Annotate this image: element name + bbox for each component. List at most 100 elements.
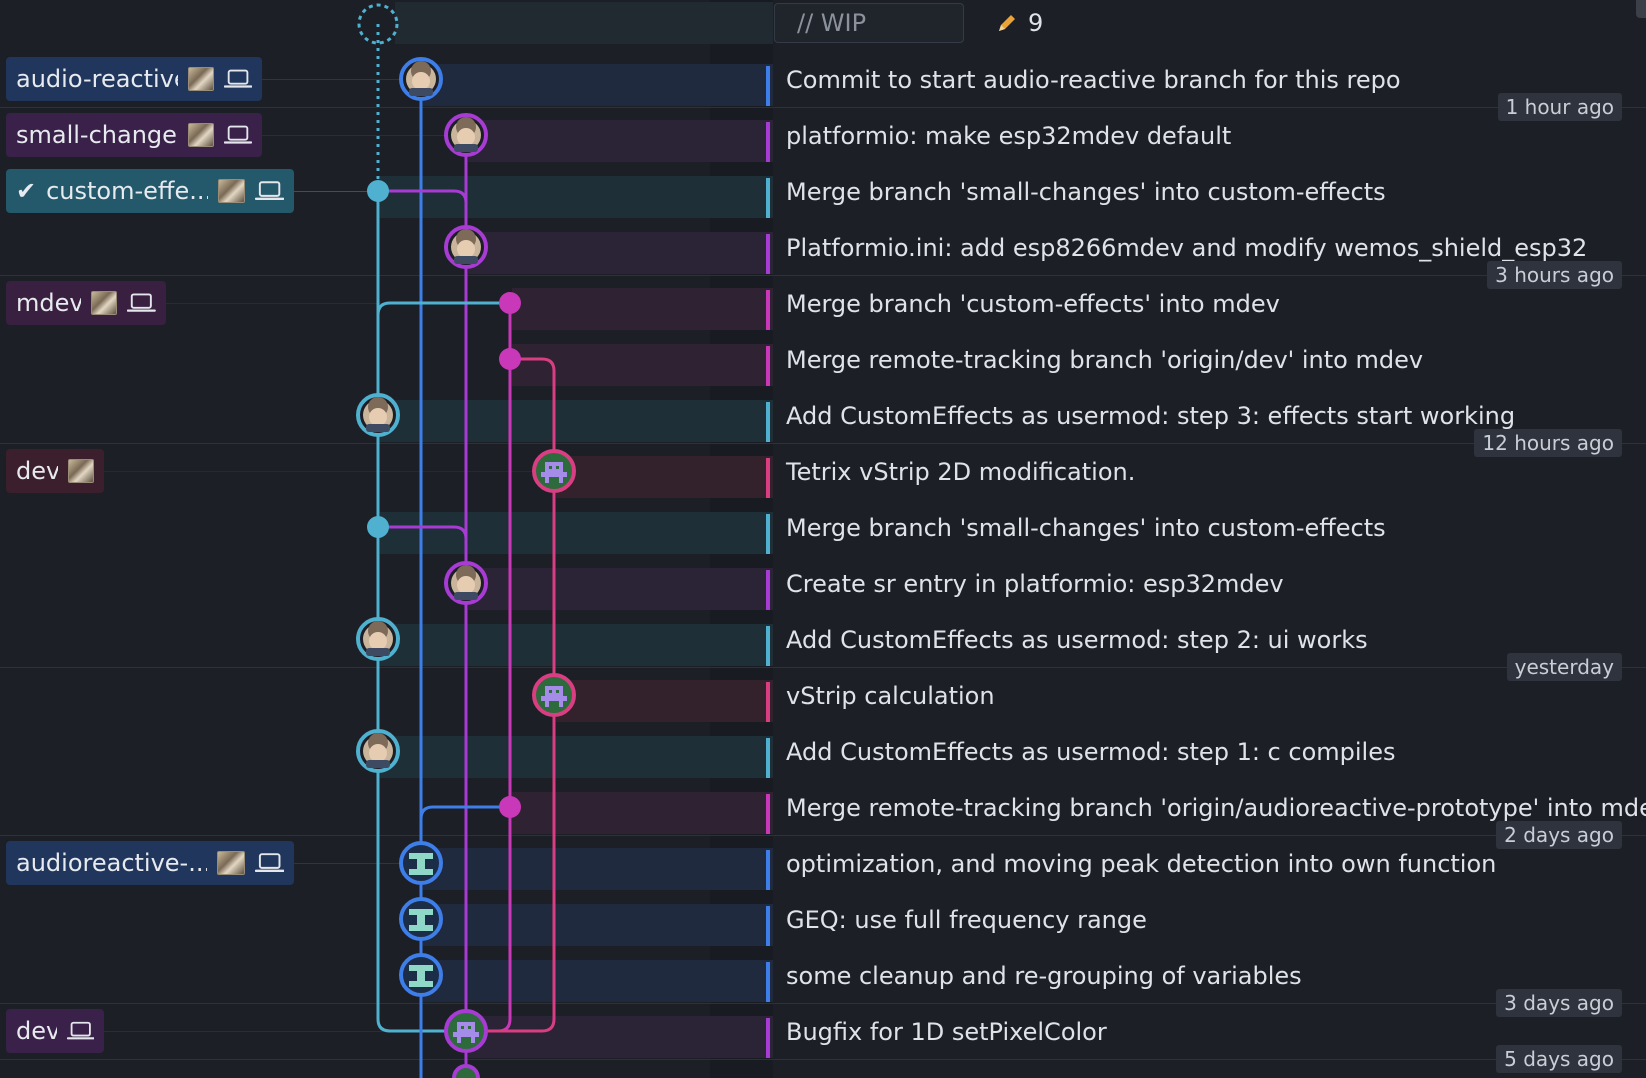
commit-lane-indicator [766,906,770,946]
commit-row[interactable]: Merge remote-tracking branch 'origin/dev… [0,332,1646,388]
commit-lane-indicator [766,346,770,386]
branch-name: custom-effe... [46,177,208,205]
local-laptop-icon [254,181,284,200]
local-laptop-icon [127,293,156,312]
commit-message: GEQ: use full frequency range [786,906,1147,934]
time-group-label: 3 days ago [1496,989,1622,1017]
time-group-separator [0,835,1646,836]
commit-row[interactable]: Add CustomEffects as usermod: step 3: ef… [0,388,1646,444]
branch-label[interactable]: audioreactive-... [6,841,294,885]
branch-name: dev [16,457,58,485]
branch-connector [166,303,510,304]
branch-connector [262,135,466,136]
commit-row[interactable]: Merge branch 'custom-effects' into mdev [0,276,1646,332]
commit-message: Merge branch 'small-changes' into custom… [786,514,1386,542]
commit-lane-indicator [766,290,770,330]
commit-message: platformio: make esp32mdev default [786,122,1232,150]
time-group-label: 1 hour ago [1497,93,1622,121]
commit-row-band [512,344,773,386]
commit-message: Add CustomEffects as usermod: step 2: ui… [786,626,1368,654]
commit-row[interactable]: Commit to start audio-reactive branch fo… [0,52,1646,108]
commit-message: some cleanup and re-grouping of variable… [786,962,1302,990]
commit-row-band [380,176,773,218]
branch-connector [294,863,421,864]
local-laptop-icon [66,1021,94,1040]
commit-row-band [423,64,773,106]
commit-row[interactable]: Tetrix vStrip 2D modification. [0,444,1646,500]
branch-label[interactable]: audio-reactive [6,57,262,101]
commit-lane-indicator [766,234,770,274]
commit-row[interactable]: vStrip calculation [0,668,1646,724]
commit-lane-indicator [766,122,770,162]
commit-lane-indicator [766,66,770,106]
wip-file-count[interactable]: 9 [996,3,1043,43]
checked-out-icon: ✔ [16,177,37,205]
commit-row-band [468,232,773,274]
commit-row-band [468,568,773,610]
commit-message: Create sr entry in platformio: esp32mdev [786,570,1284,598]
local-laptop-icon [223,69,252,88]
time-group-label: 12 hours ago [1474,429,1622,457]
branch-name: audio-reactive [16,65,178,93]
branch-name: mdev [16,289,81,317]
commit-row-band [423,904,773,946]
commit-row-band [556,456,773,498]
commit-lane-indicator [766,570,770,610]
local-laptop-icon [224,125,252,144]
commit-message: optimization, and moving peak detection … [786,850,1497,878]
commit-message: Merge remote-tracking branch 'origin/aud… [786,794,1646,822]
commit-row[interactable]: Add CustomEffects as usermod: step 1: c … [0,724,1646,780]
commit-row-band [380,400,773,442]
time-group-separator [0,1003,1646,1004]
commit-row[interactable]: Platformio.ini: add esp8266mdev and modi… [0,220,1646,276]
commit-row-band [423,960,773,1002]
commit-row-band [512,288,773,330]
pencil-icon [999,15,1015,31]
commit-row[interactable]: Merge branch 'small-changes' into custom… [0,500,1646,556]
branch-label[interactable]: small-changes [6,113,262,157]
commit-row-band [380,736,773,778]
commit-row[interactable]: some cleanup and re-grouping of variable… [0,948,1646,1004]
commit-lane-indicator [766,682,770,722]
branch-label[interactable]: ✔ custom-effe... [6,169,294,213]
commit-row-band [423,848,773,890]
commit-message: Tetrix vStrip 2D modification. [786,458,1136,486]
commit-row[interactable]: GEQ: use full frequency range [0,892,1646,948]
time-group-label: 3 hours ago [1487,261,1622,289]
branch-connector [262,79,421,80]
time-group-separator [0,667,1646,668]
commit-row[interactable]: Add CustomEffects as usermod: step 2: ui… [0,612,1646,668]
branch-name: dev [16,1017,57,1045]
time-group-label: 5 days ago [1496,1045,1622,1073]
branch-name: audioreactive-... [16,849,208,877]
remote-avatar-icon [90,291,118,315]
commit-row[interactable]: Create sr entry in platformio: esp32mdev [0,556,1646,612]
branch-label[interactable]: dev [6,449,104,493]
commit-lane-indicator [766,1018,770,1058]
branch-label[interactable]: mdev [6,281,166,325]
commit-lane-indicator [766,850,770,890]
commit-row[interactable]: Bugfix for 1D setPixelColor [0,1004,1646,1060]
time-group-separator [0,1059,1646,1060]
commit-row[interactable]: platformio: make esp32mdev default [0,108,1646,164]
commit-row[interactable]: Merge branch 'small-changes' into custom… [0,164,1646,220]
wip-message-input[interactable]: // WIP [774,3,964,43]
time-group-separator [0,107,1646,108]
commit-lane-indicator [766,962,770,1002]
scrollbar-thumb[interactable] [1636,0,1646,18]
branch-name: small-changes [16,121,178,149]
time-group-label: yesterday [1506,653,1622,681]
commit-row-band [556,680,773,722]
time-group-separator [0,443,1646,444]
wip-row-band[interactable] [395,2,773,44]
branch-label[interactable]: dev [6,1009,104,1053]
commit-row-band [380,624,773,666]
commit-lane-indicator [766,738,770,778]
wip-count-value: 9 [1028,9,1044,37]
commit-row[interactable]: Merge remote-tracking branch 'origin/aud… [0,780,1646,836]
branch-connector [104,471,554,472]
time-group-separator [0,275,1646,276]
commit-lane-indicator [766,794,770,834]
commit-row-band [512,792,773,834]
commit-row-band [468,1016,773,1058]
